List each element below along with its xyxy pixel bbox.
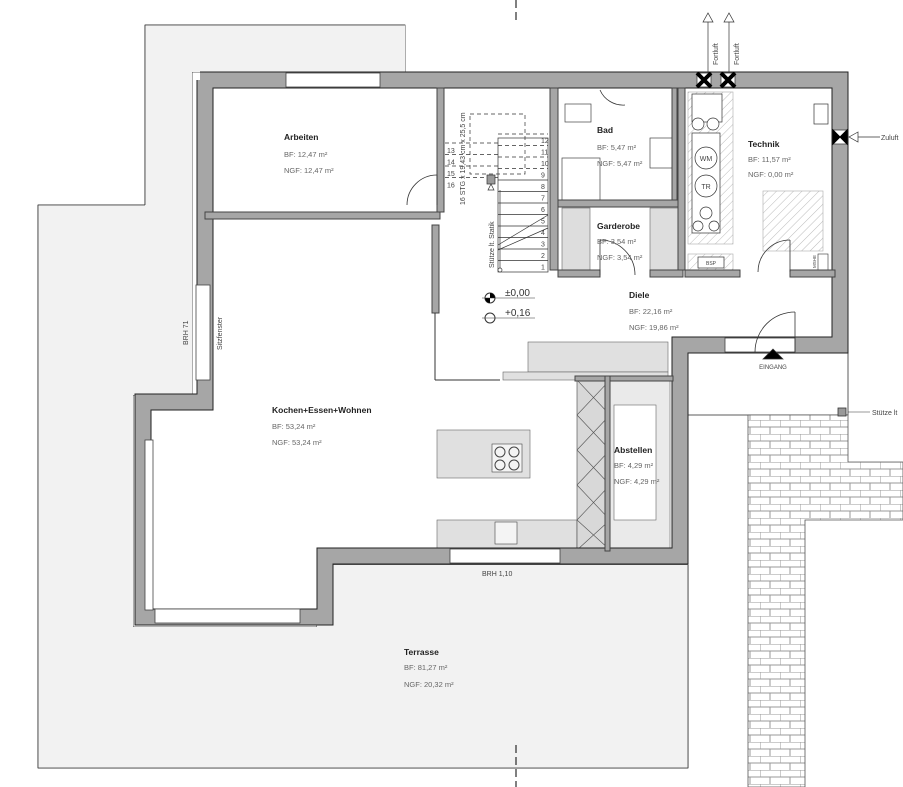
mshe-label: MSHE [812,255,817,268]
tr-label: TR [701,184,710,191]
staircase [445,113,549,273]
stair-step-number: 4 [541,230,545,237]
stair-step-number: 16 [447,183,455,190]
room-arbeiten: Arbeiten BF: 12,47 m² NGF: 12,47 m² [284,132,334,175]
svg-text:Terrasse: Terrasse [404,647,439,657]
brh110-label: BRH 1,10 [482,571,512,578]
stuetze-label: Stütze lt [872,410,897,417]
room-terrasse: Terrasse BF: 81,27 m² NGF: 20,32 m² [404,647,454,689]
svg-text:NGF: 20,32 m²: NGF: 20,32 m² [404,680,454,689]
ventilation [702,12,880,360]
svg-text:Diele: Diele [629,290,650,300]
fixtures: WM TR BSP MSHE [436,91,829,551]
level-1: +0,16 [505,308,531,319]
sink-icon [494,521,518,545]
dryer-icon [694,174,718,198]
svg-text:Bad: Bad [597,125,613,135]
hob-icon [491,443,523,473]
stuetze-statik-label: Stütze lt. Statik [489,221,496,268]
wm-label: WM [700,156,713,163]
room-technik: Technik BF: 11,57 m² NGF: 0,00 m² [748,139,794,179]
svg-text:NGF: 4,29 m²: NGF: 4,29 m² [614,477,660,486]
svg-text:NGF: 0,00 m²: NGF: 0,00 m² [748,170,794,179]
svg-text:NGF: 53,24 m²: NGF: 53,24 m² [272,438,322,447]
svg-text:BF: 4,29 m²: BF: 4,29 m² [614,461,654,470]
svg-text:BF: 3,54 m²: BF: 3,54 m² [597,237,637,246]
stair-step-number: 7 [541,196,545,203]
doors [406,89,796,353]
stair-step-number: 11 [541,150,548,157]
stair-label: 16 STG x 19,43 cm x 25,5 cm [460,112,467,205]
svg-text:BF: 81,27 m²: BF: 81,27 m² [404,663,448,672]
entrance-porch [684,351,849,416]
svg-text:NGF: 5,47 m²: NGF: 5,47 m² [597,159,643,168]
svg-text:Arbeiten: Arbeiten [284,132,318,142]
stair-step-number: 12 [541,138,549,145]
room-kochen-essen-wohnen: Kochen+Essen+Wohnen BF: 53,24 m² NGF: 53… [272,405,372,447]
room-garderobe: Garderobe BF: 3,54 m² NGF: 3,54 m² [597,221,643,262]
stair-step-number: 14 [447,160,455,167]
bsp-label: BSP [706,261,717,267]
room-bad: Bad BF: 5,47 m² NGF: 5,47 m² [597,125,643,168]
stair-step-number: 6 [541,207,545,214]
level-0: ±0,00 [505,288,530,299]
zuluft-label: Zuluft [881,135,899,142]
svg-text:BF: 12,47 m²: BF: 12,47 m² [284,150,328,159]
stair-step-number: 1 [541,265,545,272]
svg-text:BF: 11,57 m²: BF: 11,57 m² [748,155,791,164]
stair-step-number: 3 [541,242,545,249]
fortluft-label-2: Fortluft [734,43,741,65]
stair-step-number: 13 [447,148,455,155]
fortluft-label-1: Fortluft [713,43,720,65]
svg-text:NGF: 12,47 m²: NGF: 12,47 m² [284,166,334,175]
washing-machine-icon [694,146,718,170]
sitzfenster-label: Sitzfenster [217,316,224,350]
stair-step-number: 15 [447,171,455,178]
svg-text:BF: 5,47 m²: BF: 5,47 m² [597,143,637,152]
svg-text:NGF: 3,54 m²: NGF: 3,54 m² [597,253,643,262]
svg-text:Kochen+Essen+Wohnen: Kochen+Essen+Wohnen [272,405,372,415]
walls [134,71,849,626]
svg-text:BF: 53,24 m²: BF: 53,24 m² [272,422,316,431]
svg-text:Abstellen: Abstellen [614,445,652,455]
stair-step-number: 9 [541,173,545,180]
svg-text:Garderobe: Garderobe [597,221,640,231]
stair-step-number: 2 [541,253,545,260]
svg-text:Technik: Technik [748,139,780,149]
stair-step-number: 10 [541,161,549,168]
eingang-label: EINGANG [759,365,787,371]
svg-text:NGF: 19,86 m²: NGF: 19,86 m² [629,323,679,332]
stair-step-number: 5 [541,219,545,226]
stair-step-number: 8 [541,184,545,191]
room-diele: Diele BF: 22,16 m² NGF: 19,86 m² [629,290,679,332]
brh71-label: BRH 71 [183,320,190,345]
svg-text:BF: 22,16 m²: BF: 22,16 m² [629,307,673,316]
level-markers: ±0,00 +0,16 [482,288,535,324]
room-abstellen: Abstellen BF: 4,29 m² NGF: 4,29 m² [614,445,660,486]
paving-area [747,414,903,787]
